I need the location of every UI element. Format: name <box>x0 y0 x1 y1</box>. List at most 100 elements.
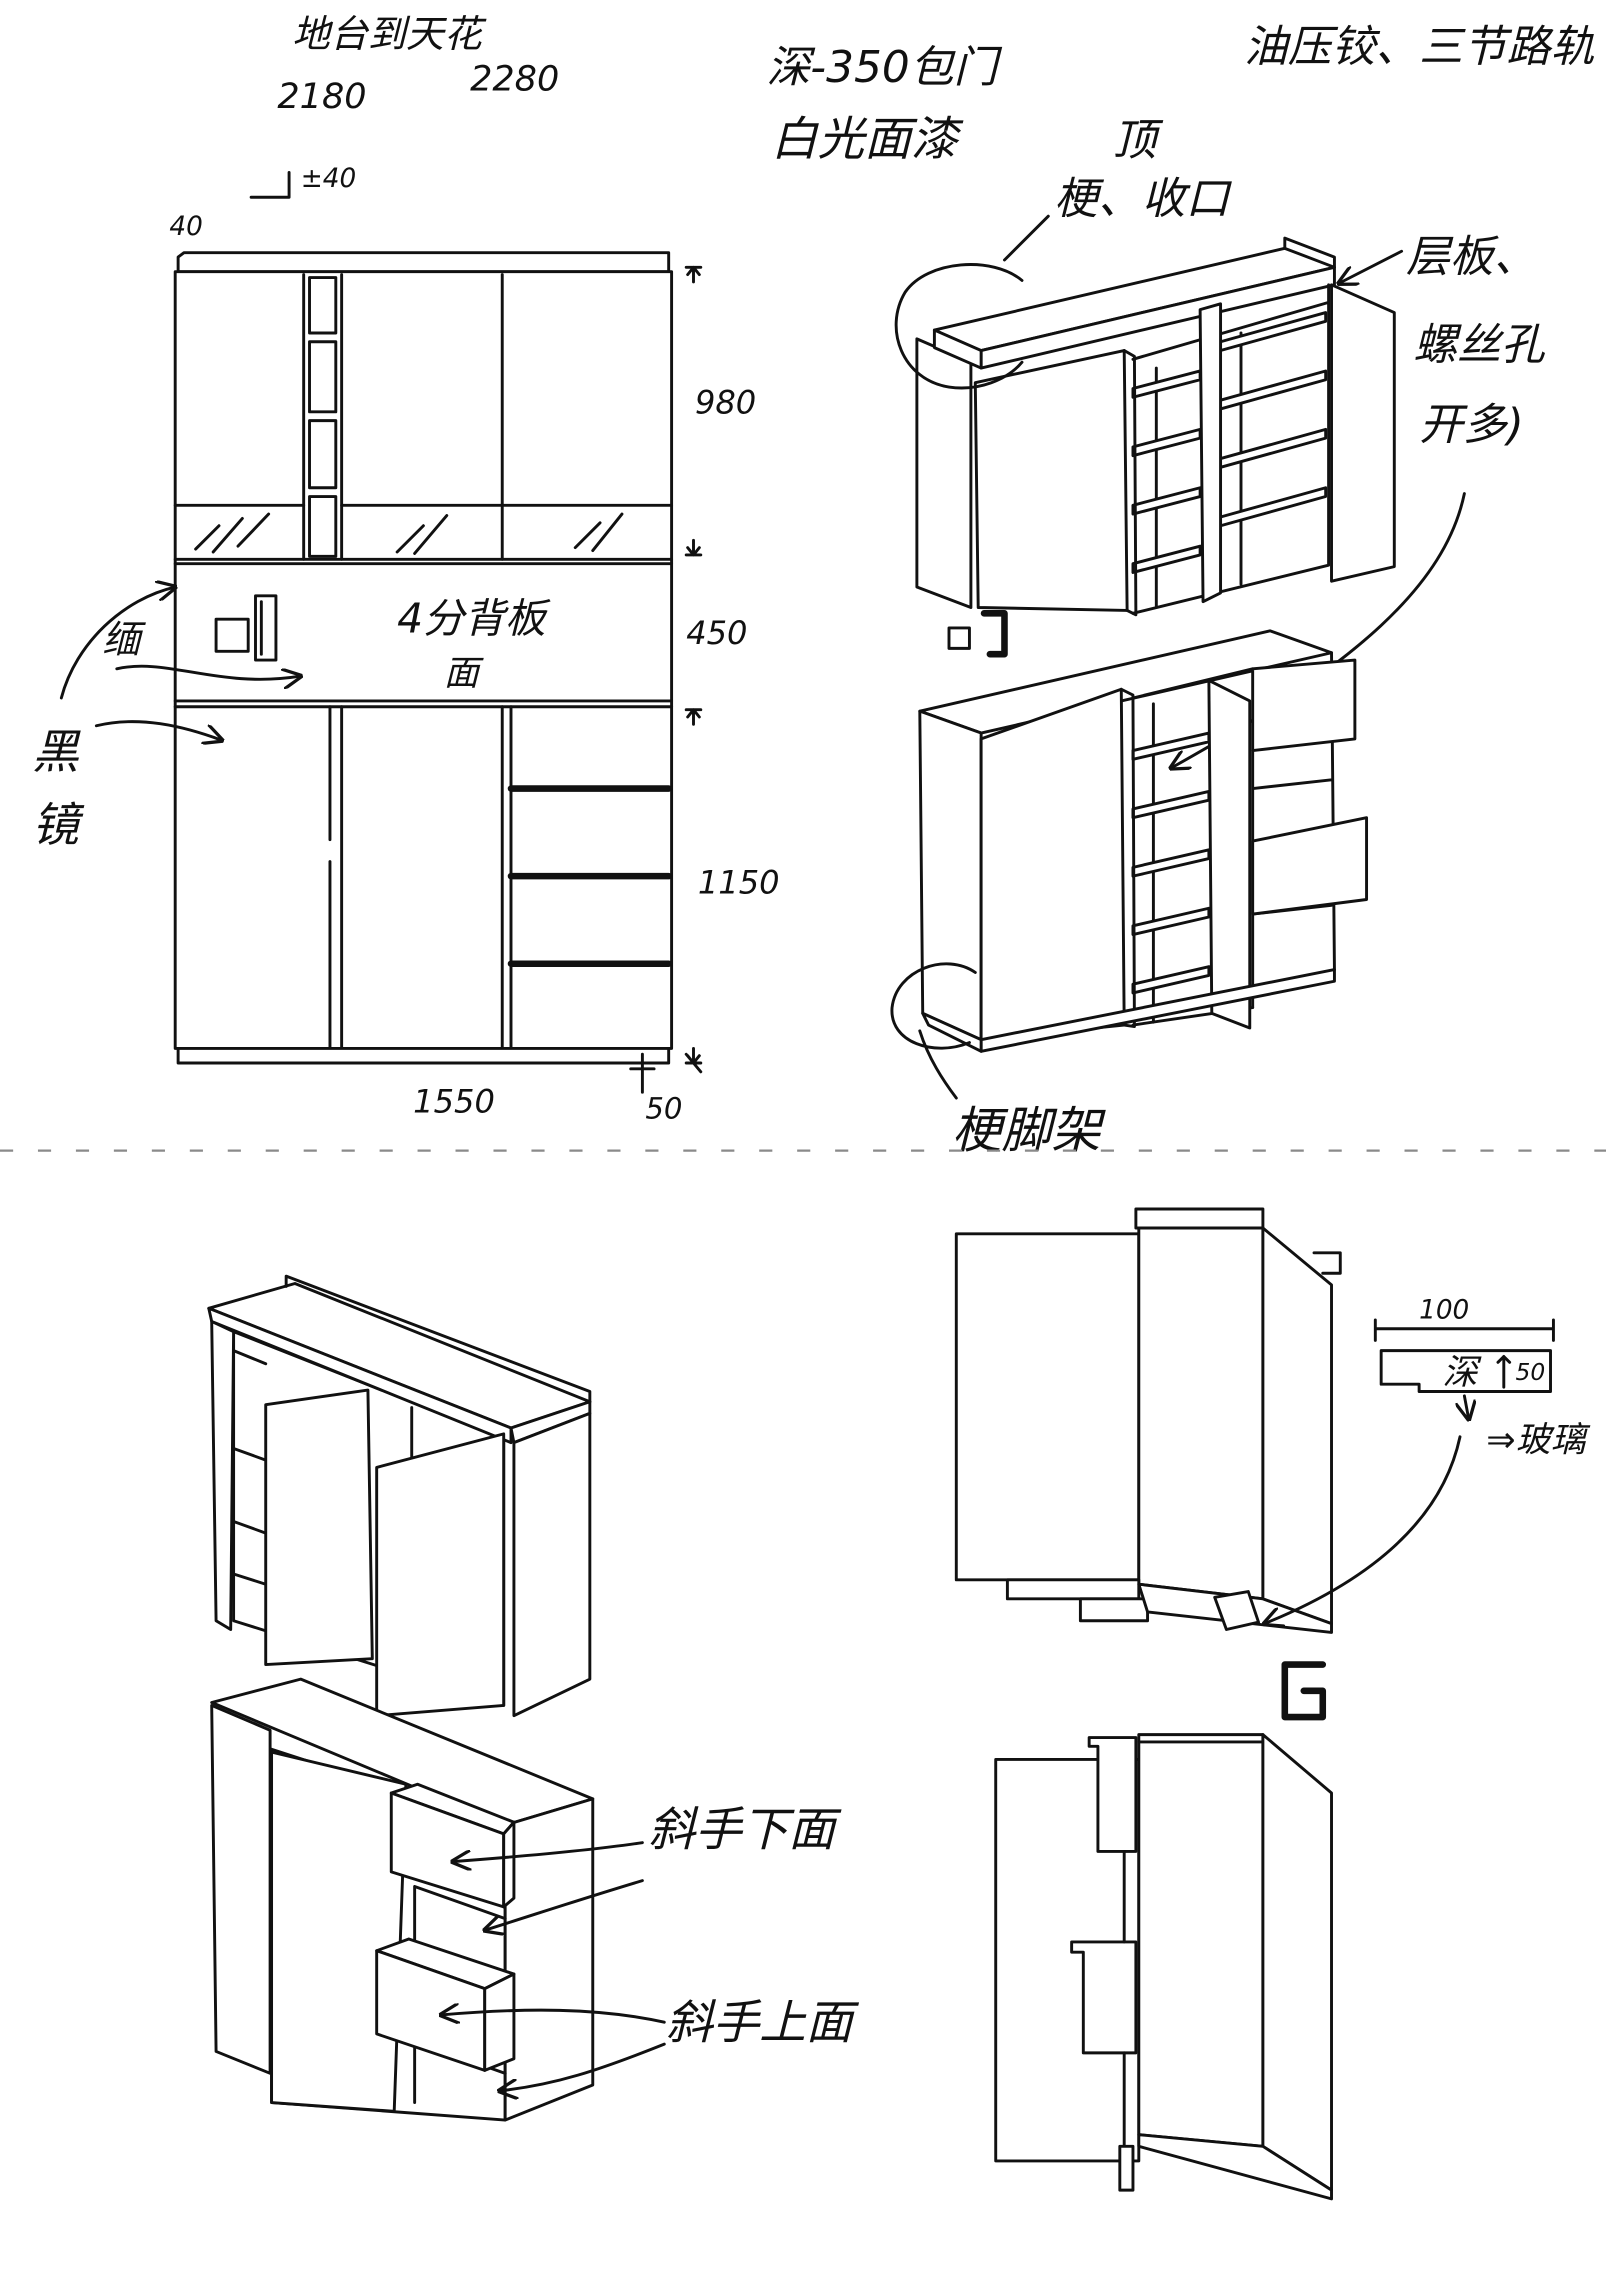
body-slanted-side <box>1261 1226 1333 1626</box>
middle-door <box>1207 679 1252 1030</box>
leg <box>1118 2144 1135 2192</box>
hinge-icon <box>947 626 971 650</box>
base-plinth <box>176 1046 671 1065</box>
corner-leader-line <box>1003 214 1050 262</box>
handle-upper-arrow-2 <box>499 2042 666 2091</box>
handle-upper-arrow-1 <box>441 2010 666 2022</box>
shelf-note-line-2: 螺丝孔 <box>1413 319 1546 370</box>
niche-ornament-tall <box>254 594 278 662</box>
height-value-1: 2180 <box>277 76 366 117</box>
glass-panel <box>1213 1590 1260 1631</box>
top-note: 顶 <box>1113 115 1164 166</box>
handle-lower-note: 斜手下面 <box>648 1804 842 1858</box>
mirror-note-arrow <box>94 720 222 741</box>
niche-ornament-square <box>214 617 250 653</box>
center-door <box>1198 302 1223 604</box>
front-elevation: ±40 40 980 450 1150 1550 50 4分背板 面 缅 黑 镜 <box>32 164 779 1125</box>
body-side <box>1137 1733 1265 2148</box>
back-panel-note: 4分背板 <box>397 594 551 642</box>
overall-width-dimension: 1550 <box>413 1083 495 1121</box>
top-cap-back-lip <box>284 1274 592 1404</box>
header-notes: 地台到天花 2180 2280 深-350包门 白光面漆 油压铰、三节路轨 <box>277 12 1594 167</box>
width-dimension-line <box>1373 1318 1555 1342</box>
height-label: 地台到天花 <box>292 12 487 56</box>
side-panel-right <box>503 1797 595 2122</box>
glass-pointer <box>1464 1394 1468 1419</box>
hardware-note: 油压铰、三节路轨 <box>1244 21 1595 72</box>
bottom-face <box>1137 2133 1333 2201</box>
body-side <box>1137 1226 1265 1601</box>
left-door-edge <box>1122 349 1138 617</box>
shelves <box>1131 731 1211 995</box>
drawer-lines <box>507 785 672 968</box>
side-note: 缅 <box>102 618 146 662</box>
cabinet-interior <box>1131 283 1331 615</box>
shelf-note-line-3: 开多) <box>1419 400 1524 451</box>
front-panel <box>994 1757 1141 2163</box>
lower-drawer <box>1251 816 1369 916</box>
top-cap-end <box>932 328 983 370</box>
left-door-open <box>264 1388 374 1666</box>
iso-drawer-cabinet: 斜手下面 斜手上面 <box>210 1677 860 2122</box>
upper-shelf-column <box>302 273 344 561</box>
bracket-icon <box>980 610 1008 658</box>
lower-drawer-profile <box>1070 1940 1138 2055</box>
mirror-note-line-1: 黑 <box>32 726 81 780</box>
glass-leader-arrow <box>1264 1435 1462 1624</box>
lower-door-dividers <box>328 705 513 1050</box>
top-cap <box>176 251 671 274</box>
left-door-open <box>270 1750 408 2113</box>
corner-circle-annotation <box>894 263 1024 390</box>
dimension-marks <box>249 170 703 1094</box>
glass-note: ⇒玻璃 <box>1486 1419 1590 1460</box>
base-plinth-end <box>921 1011 983 1053</box>
upper-cabinet-body <box>173 270 674 566</box>
upper-drawer <box>1251 658 1357 753</box>
cap-offset-dimension: ±40 <box>301 164 356 194</box>
cap-overhang-dimension: 40 <box>169 212 202 242</box>
height-dimension-line <box>1496 1355 1512 1389</box>
back-panel-sub-note: 面 <box>444 653 484 694</box>
side-panel-left <box>918 709 983 1042</box>
bottom-step-1 <box>1005 1578 1141 1601</box>
iso-open-upper-cabinet <box>207 1274 592 1718</box>
iso-lower-cabinet: 梗脚架 <box>890 629 1369 1160</box>
left-door-open <box>973 349 1129 612</box>
front-panel <box>954 1232 1141 1582</box>
base-circle-annotation <box>890 962 977 1050</box>
profile-depth-label: 深 <box>1442 1352 1482 1393</box>
upper-drawer-profile <box>1087 1736 1138 1853</box>
body-slanted-side <box>1261 1733 1333 2192</box>
base-height-dimension: 50 <box>645 1091 682 1125</box>
shelves-right <box>1219 311 1328 528</box>
shelves-left <box>1131 369 1202 574</box>
middle-height-dimension: 450 <box>686 614 747 652</box>
depth-note: 深-350包门 <box>767 42 1003 93</box>
left-door-edge <box>1119 687 1136 1028</box>
mirror-note-line-2: 镜 <box>32 799 85 853</box>
side-note-wavy-arrow <box>115 664 301 679</box>
height-value-2: 2280 <box>470 59 559 100</box>
right-door-open <box>1330 283 1396 583</box>
profile-height: 50 <box>1515 1358 1545 1386</box>
shelf-note-line-1: 层板、 <box>1406 232 1537 283</box>
top-cap <box>1134 1207 1265 1230</box>
handle-lower-arrow-1 <box>453 1841 644 1862</box>
upper-height-dimension: 980 <box>695 383 756 421</box>
side-panel-left <box>210 1319 236 1631</box>
upper-drawer-side <box>502 1820 516 1909</box>
handle-upper-note: 斜手上面 <box>666 1996 860 2050</box>
shelf-note-arrow <box>1339 249 1404 283</box>
hardware-profile-icon <box>1281 1661 1327 1721</box>
side-view-lower <box>994 1733 1333 2201</box>
profile-outline <box>1379 1349 1552 1393</box>
side-panel-right <box>512 1411 592 1718</box>
lower-drawer-side <box>483 1972 516 2072</box>
side-panel-left <box>210 1703 272 2075</box>
handle-lower-arrow-2 <box>485 1879 644 1931</box>
top-cap-back-lip <box>1283 236 1336 269</box>
profile-width: 100 <box>1419 1296 1469 1326</box>
bottom-step-2 <box>1078 1597 1150 1623</box>
side-view-upper <box>954 1207 1342 1634</box>
